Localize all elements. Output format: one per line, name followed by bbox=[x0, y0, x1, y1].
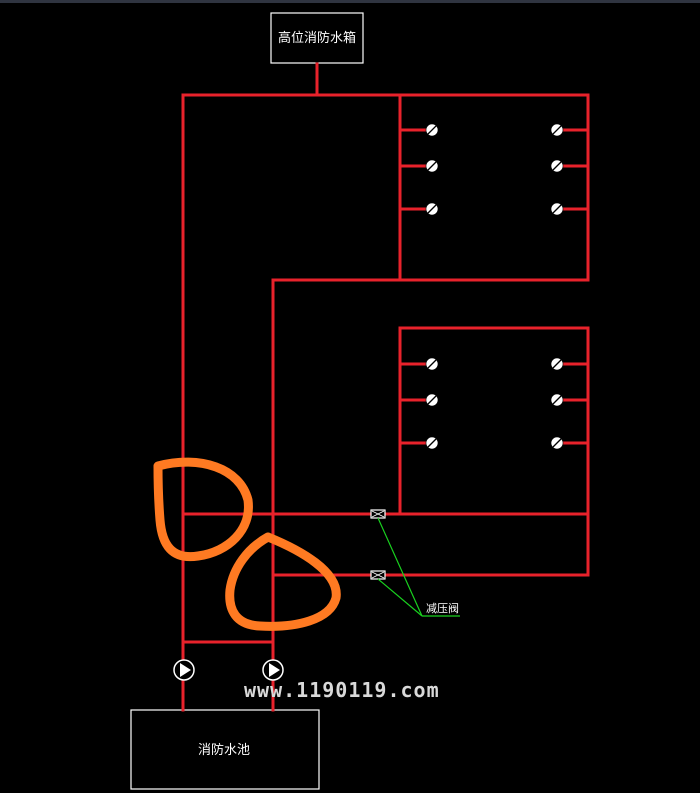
fire-pump-icon bbox=[173, 659, 195, 681]
hydrants bbox=[425, 123, 564, 450]
fire-hydrant-icon bbox=[550, 159, 564, 173]
valve-label: 减压阀 bbox=[426, 601, 459, 615]
fire-pump-icon bbox=[262, 659, 284, 681]
valve-leader-lines bbox=[377, 517, 460, 617]
fire-hydrant-icon bbox=[550, 202, 564, 216]
annotation-loop-lower bbox=[225, 532, 341, 631]
watermark-text: www.1190119.com bbox=[244, 678, 440, 702]
fire-hydrant-icon bbox=[550, 393, 564, 407]
pressure-reducing-valve-icon bbox=[370, 509, 386, 519]
window-top-border bbox=[0, 0, 700, 3]
fire-pool-label: 消防水池 bbox=[198, 742, 250, 758]
fire-hydrant-icon bbox=[425, 159, 439, 173]
fire-pool-box bbox=[130, 709, 320, 790]
fire-hydrant-icon bbox=[550, 357, 564, 371]
fire-hydrant-icon bbox=[425, 436, 439, 450]
fire-hydrant-icon bbox=[425, 123, 439, 137]
annotation-loop-upper bbox=[153, 457, 253, 562]
high-tank-label: 高位消防水箱 bbox=[278, 30, 356, 46]
pipe-network bbox=[181, 62, 590, 712]
fire-hydrant-icon bbox=[425, 393, 439, 407]
fire-hydrant-icon bbox=[425, 202, 439, 216]
fire-hydrant-icon bbox=[550, 436, 564, 450]
pressure-reducing-valve-icon bbox=[370, 570, 386, 580]
fire-hydrant-icon bbox=[425, 357, 439, 371]
fire-hydrant-icon bbox=[550, 123, 564, 137]
